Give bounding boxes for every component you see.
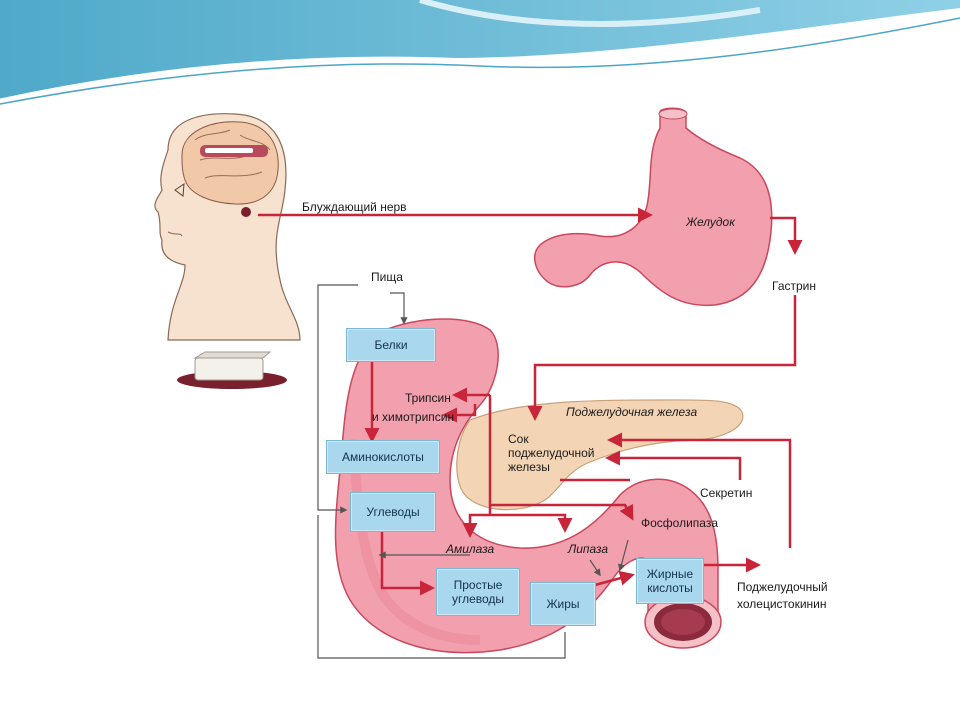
- food-illustration: [177, 352, 287, 389]
- amino-acids-box: Аминокислоты: [326, 440, 440, 474]
- carbohydrates-box: Углеводы: [350, 492, 436, 532]
- vagus-nerve-label: Блуждающий нерв: [302, 200, 407, 214]
- stomach-label: Желудок: [686, 215, 735, 229]
- head-illustration: [155, 114, 300, 340]
- header-wave: [0, 0, 960, 104]
- simple-carbs-line1: Простые: [454, 578, 503, 592]
- chymotrypsin-label: и химотрипсин: [372, 410, 454, 424]
- fatty-acids-line1: Жирные: [647, 567, 693, 581]
- phospholipase-label: Фосфолипаза: [641, 516, 718, 530]
- arrow-lipase: [490, 515, 565, 530]
- simple-carbs-line2: углеводы: [452, 592, 504, 606]
- stomach: [535, 108, 772, 305]
- food-label: Пища: [371, 270, 403, 284]
- lipase-label: Липаза: [568, 542, 608, 556]
- simple-carbs-box: Простые углеводы: [436, 568, 520, 616]
- juice-label-line3: железы: [508, 460, 550, 474]
- cck-label-line2: холецистокинин: [737, 597, 826, 611]
- juice-label-line2: поджелудочной: [508, 446, 594, 460]
- fats-box: Жиры: [530, 582, 596, 626]
- gastrin-label: Гастрин: [772, 279, 816, 293]
- fatty-acids-line2: кислоты: [647, 581, 693, 595]
- trypsin-label: Трипсин: [405, 391, 451, 405]
- secretin-label: Секретин: [700, 486, 752, 500]
- arrow-secretin-pancreas: [608, 458, 740, 480]
- pancreas-label: Поджелудочная железа: [566, 405, 697, 419]
- cck-label-line1: Поджелудочный: [737, 580, 828, 594]
- fatty-acids-box: Жирные кислоты: [636, 558, 704, 604]
- arrow-stomach-gastrin: [770, 218, 795, 252]
- amylase-label: Амилаза: [446, 542, 494, 556]
- juice-label-line1: Сок: [508, 432, 529, 446]
- proteins-box: Белки: [346, 328, 436, 362]
- arrow-food-proteins: [390, 293, 404, 323]
